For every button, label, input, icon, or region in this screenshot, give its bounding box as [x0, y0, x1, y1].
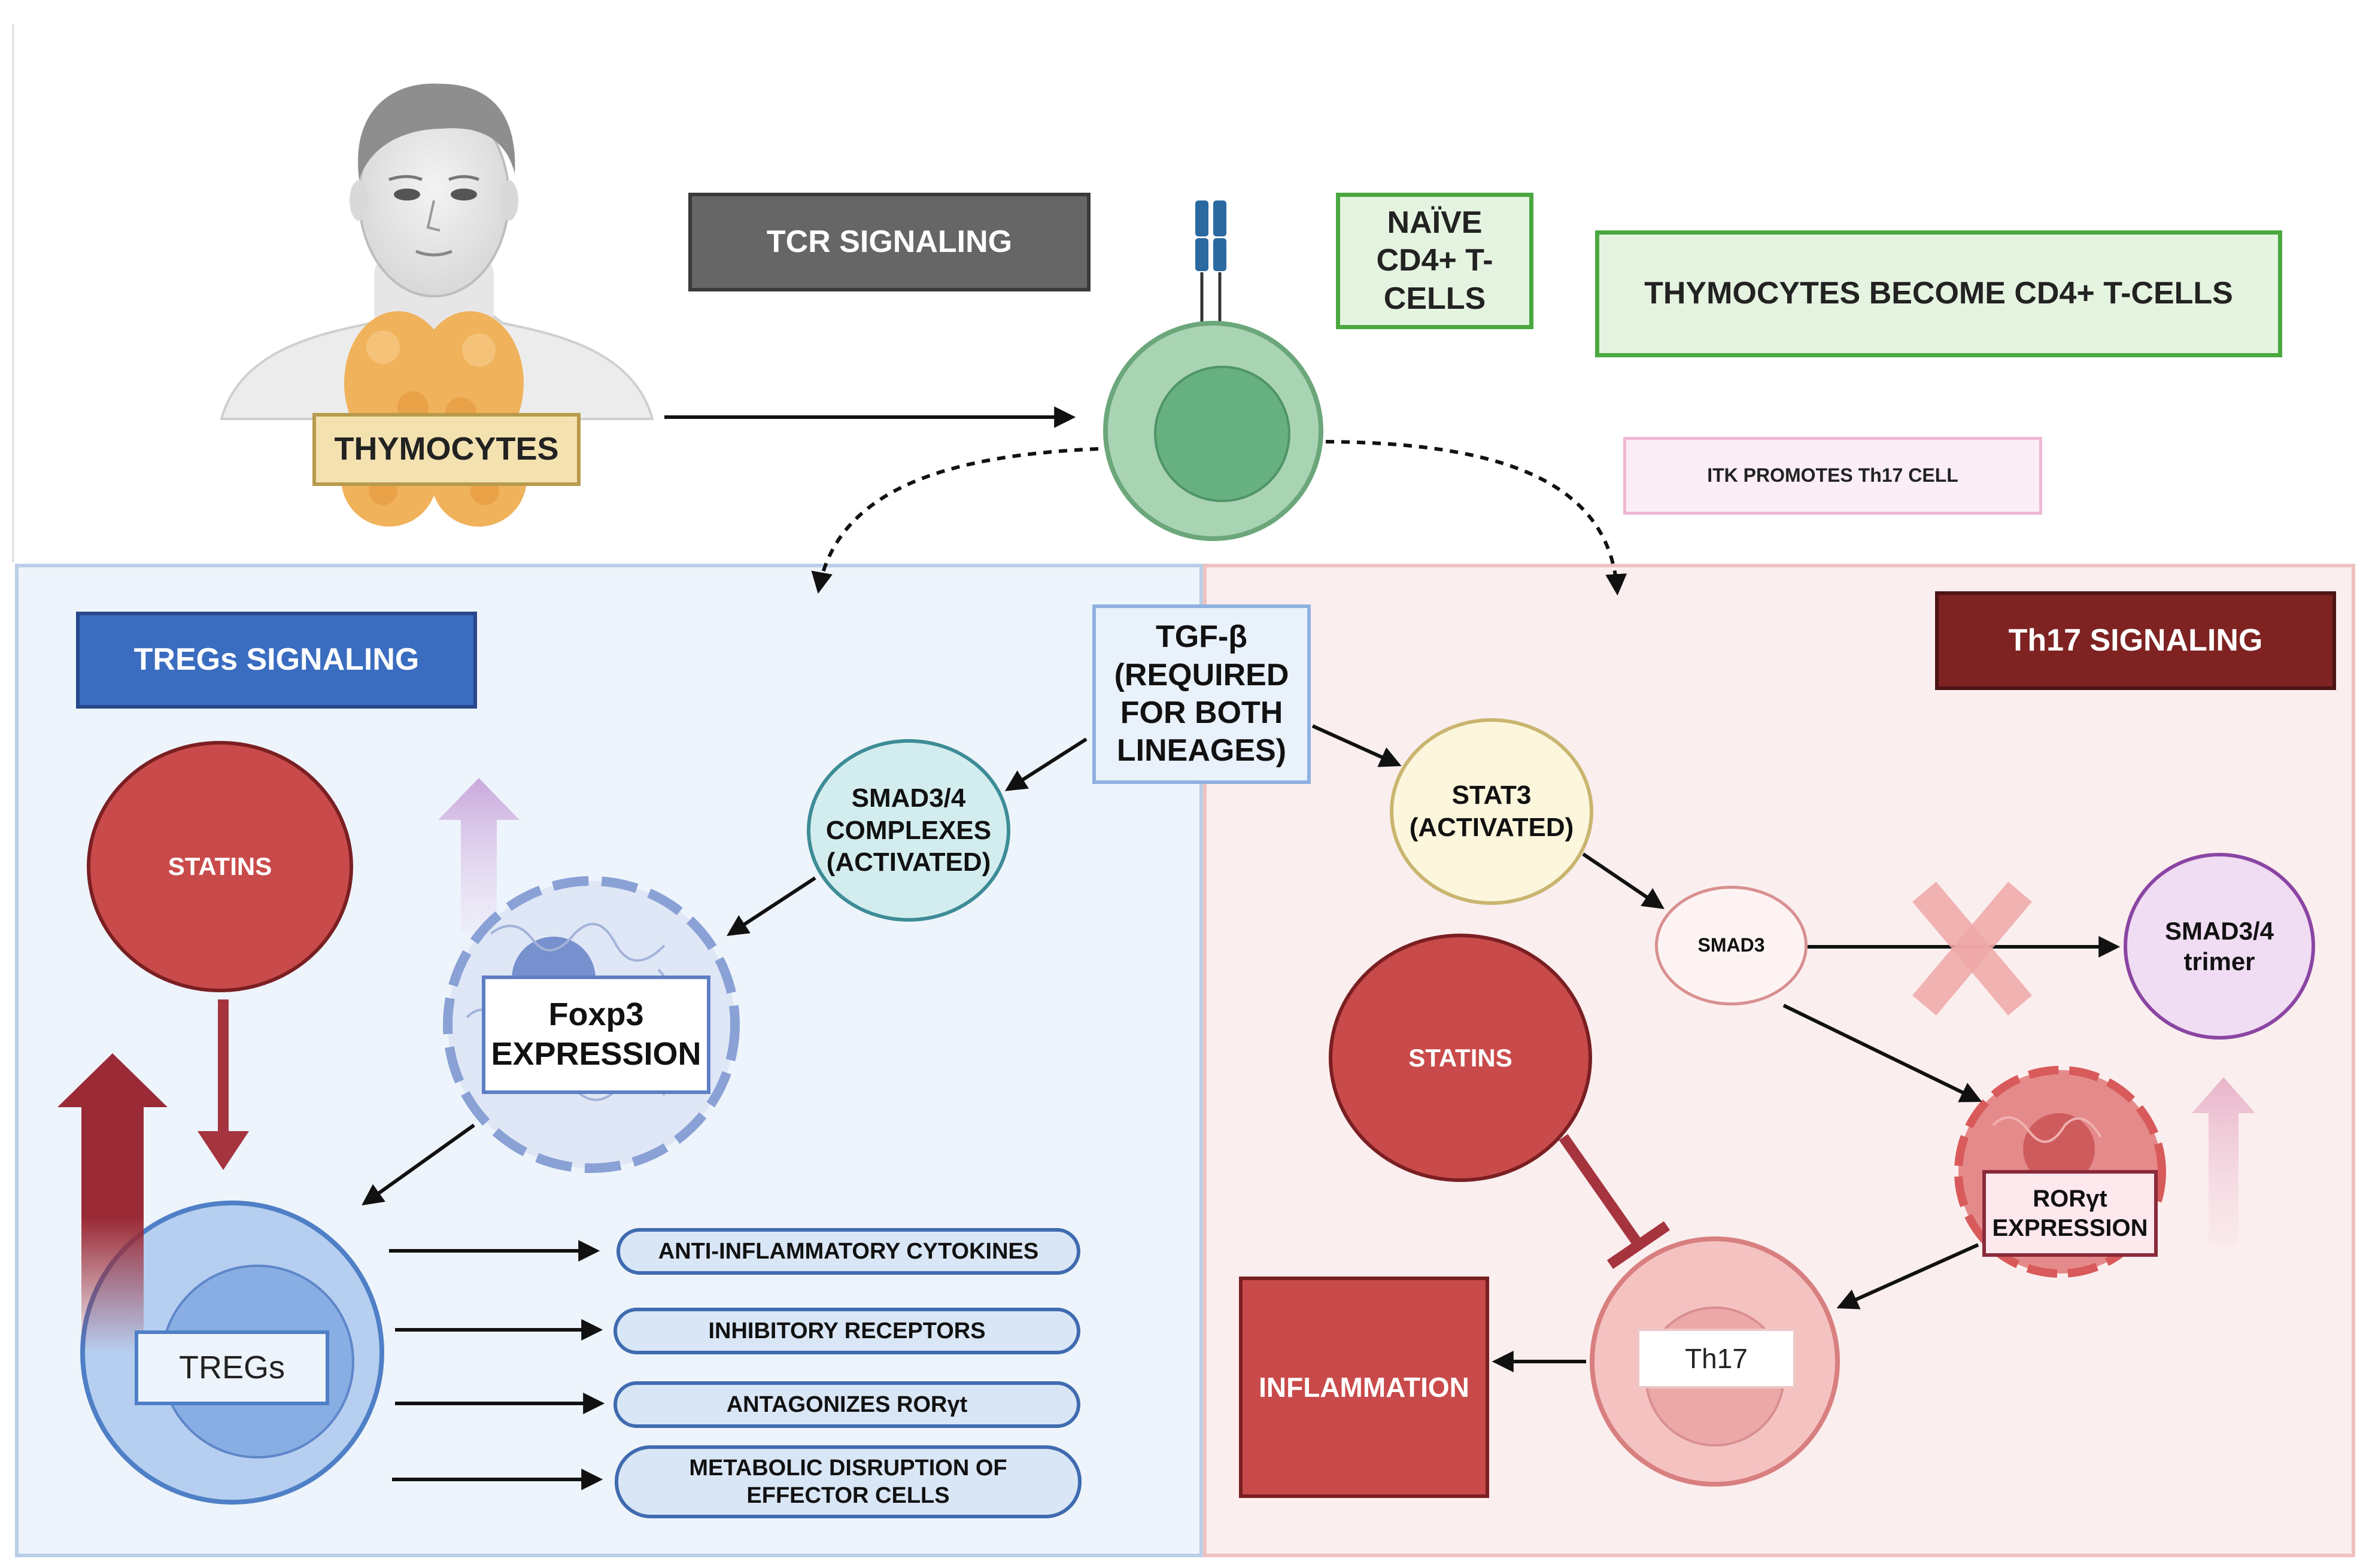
smad-trimer-node: SMAD3/4 trimer — [2124, 853, 2315, 1040]
arrow-stat3-to-smad3 — [1582, 852, 1665, 910]
blocked-x-icon — [1912, 882, 2032, 1016]
arrow-tgf-to-smad-complex — [1004, 737, 1088, 791]
arrow-smad-complex-to-foxp3 — [726, 876, 816, 936]
effect-metabolic-disruption: METABOLIC DISRUPTION OF EFFECTOR CELLS — [615, 1445, 1082, 1518]
statins-left: STATINS — [87, 741, 353, 992]
thymocytes-label: THYMOCYTES — [312, 413, 581, 486]
tcr-receptor-icon — [1195, 200, 1226, 329]
naive-cd4-label: NAÏVE CD4+ T-CELLS — [1336, 193, 1533, 329]
rorgt-up-arrow-icon — [2192, 1077, 2255, 1245]
dashed-arrow-to-tregs — [811, 447, 1099, 594]
itk-promotes-label: ITK PROMOTES Th17 CELL — [1623, 437, 2042, 515]
arrow-rorgt-to-th17 — [1836, 1243, 1979, 1309]
naive-cd4-cell-icon — [1103, 321, 1323, 541]
arrow-tgf-to-stat3 — [1311, 724, 1402, 767]
tcr-signaling-label: TCR SIGNALING — [688, 193, 1091, 291]
th17-cell-label: Th17 — [1637, 1329, 1796, 1388]
foxp3-up-arrow-icon — [438, 778, 520, 934]
effect-inhibitory-receptors: INHIBITORY RECEPTORS — [613, 1308, 1080, 1354]
treg-increase-arrow-icon — [57, 1053, 168, 1353]
effect-anti-inflammatory: ANTI-INFLAMMATORY CYTOKINES — [616, 1228, 1080, 1275]
tregs-signaling-header: TREGs SIGNALING — [76, 612, 477, 709]
statins-right: STATINS — [1329, 934, 1592, 1182]
th17-signaling-header: Th17 SIGNALING — [1935, 591, 2336, 690]
thymocytes-become-label: THYMOCYTES BECOME CD4+ T-CELLS — [1595, 230, 2282, 357]
tregs-cell-label: TREGs — [135, 1330, 329, 1405]
stat3-node: STAT3 (ACTIVATED) — [1390, 718, 1593, 905]
rorgt-expression-label: RORγt EXPRESSION — [1982, 1170, 2158, 1257]
smad3-node: SMAD3 — [1655, 886, 1808, 1005]
inflammation-box: INFLAMMATION — [1239, 1277, 1489, 1498]
statins-to-tregs-arrow — [198, 999, 249, 1170]
effect-antagonizes-rorgt: ANTAGONIZES RORγt — [613, 1381, 1080, 1428]
human-figure-icon — [220, 83, 654, 420]
tgf-beta-label: TGF-β (REQUIRED FOR BOTH LINEAGES) — [1092, 604, 1311, 784]
smad-complex-node: SMAD3/4 COMPLEXES (ACTIVATED) — [807, 739, 1010, 922]
foxp3-expression-label: Foxp3 EXPRESSION — [482, 976, 710, 1094]
top-left-border-line — [12, 24, 14, 563]
statins-inhibit-th17 — [1559, 1134, 1670, 1269]
arrow-smad3-to-rorgt — [1782, 1004, 1982, 1102]
arrow-foxp3-to-tregs — [362, 1123, 475, 1206]
dashed-arrow-to-th17 — [1325, 440, 1627, 596]
